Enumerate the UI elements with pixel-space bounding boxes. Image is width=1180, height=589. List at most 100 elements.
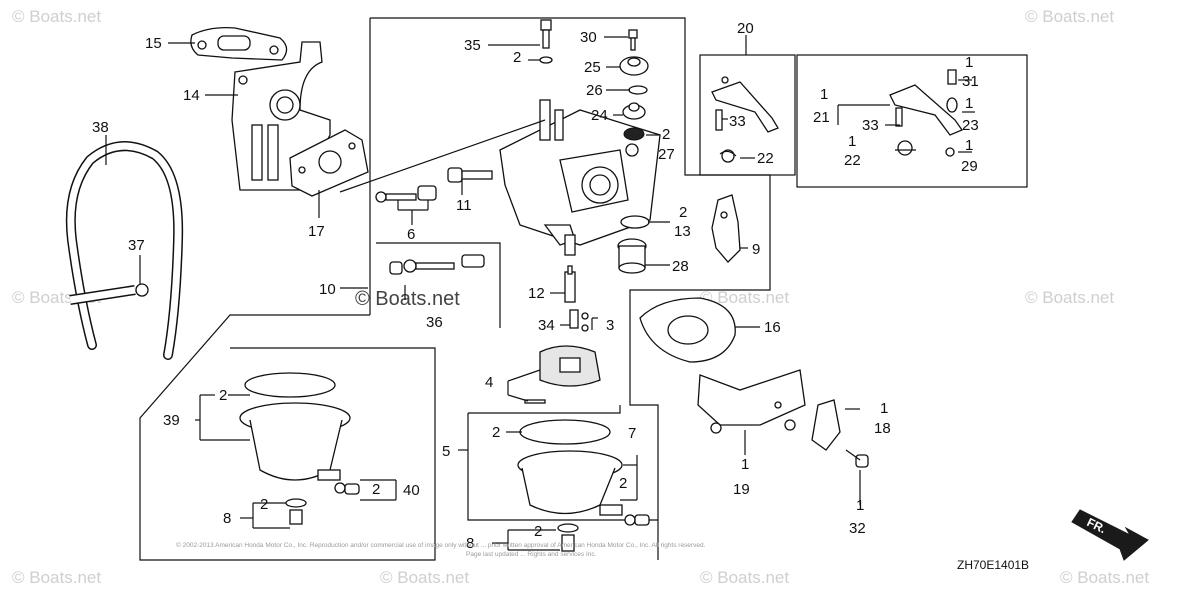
callout-2: 2 — [534, 523, 542, 540]
callout-10: 10 — [319, 281, 336, 298]
callout-11: 11 — [456, 197, 472, 214]
callout-2: 2 — [679, 204, 687, 221]
callout-21: 21 — [813, 109, 830, 126]
callout-9: 9 — [752, 241, 760, 258]
part-35-screw — [539, 19, 553, 64]
part-16-gasket — [639, 297, 736, 363]
part-28-nozzle — [617, 238, 647, 274]
callout-37: 37 — [128, 237, 145, 254]
callout-38: 38 — [92, 119, 109, 136]
callout-13: 13 — [674, 223, 691, 240]
watermark: © Boats.net — [1025, 288, 1114, 307]
callout-1: 1 — [848, 133, 856, 150]
part-39-bowl — [239, 372, 360, 525]
callout-2: 2 — [219, 387, 227, 404]
watermark: © Boats.net — [1025, 7, 1114, 26]
callout-20: 20 — [737, 20, 754, 37]
callouts: 15 14 38 17 37 35 2 30 25 26 24 2 27 20 … — [92, 20, 979, 552]
callout-8: 8 — [466, 535, 474, 552]
part-carburetor-body — [339, 99, 661, 256]
part-38-tube — [65, 141, 184, 360]
callout-34: 34 — [538, 317, 555, 334]
part-6-screw — [375, 185, 437, 203]
watermark: © Boats.net — [12, 7, 101, 26]
callout-6: 6 — [407, 226, 415, 243]
callout-8: 8 — [223, 510, 231, 527]
part-24-valve — [622, 102, 646, 120]
direction-arrow: FR. — [1071, 509, 1149, 561]
part-9-lever — [711, 194, 741, 263]
callout-33: 33 — [729, 113, 746, 130]
callout-2: 2 — [513, 49, 521, 66]
copyright-line-1: © 2002-2013 American Honda Motor Co., In… — [176, 541, 706, 549]
part-17-insulator — [289, 129, 369, 197]
part-32-bolt — [845, 449, 869, 468]
callout-29: 29 — [961, 158, 978, 175]
callout-18: 18 — [874, 420, 891, 437]
callout-1: 1 — [820, 86, 828, 103]
callout-1: 1 — [965, 95, 973, 112]
callout-28: 28 — [672, 258, 689, 275]
part-25-cover — [619, 56, 649, 76]
copyright-line-2: Page last updated ... Rights and service… — [466, 551, 597, 558]
part-18-clip — [774, 399, 841, 451]
callout-15: 15 — [145, 35, 162, 52]
callout-2: 2 — [492, 424, 500, 441]
callout-2: 2 — [372, 481, 380, 498]
callout-5: 5 — [442, 443, 450, 460]
part-11-screw — [447, 167, 493, 183]
part-30-screw — [628, 29, 638, 51]
watermark-main: © Boats.net — [355, 288, 460, 310]
watermark: © Boats.net — [700, 288, 789, 307]
callout-12: 12 — [528, 285, 545, 302]
callout-1: 1 — [965, 54, 973, 71]
callout-26: 26 — [586, 82, 603, 99]
part-20-lever-assy — [711, 76, 779, 163]
callout-22: 22 — [844, 152, 861, 169]
callout-40: 40 — [403, 482, 420, 499]
watermark: © Boats.net — [380, 568, 469, 587]
diagram-code: ZH70E1401B — [957, 558, 1029, 572]
section-frames — [139, 17, 1028, 561]
callout-35: 35 — [464, 37, 481, 54]
watermark: © Boats.net — [700, 568, 789, 587]
callout-1: 1 — [880, 400, 888, 417]
callout-16: 16 — [764, 319, 781, 336]
callout-32: 32 — [849, 520, 866, 537]
watermark-layer: © Boats.net © Boats.net © Boats.net © Bo… — [12, 7, 1149, 587]
callout-7: 7 — [628, 425, 636, 442]
callout-4: 4 — [485, 374, 493, 391]
callout-1: 1 — [965, 137, 973, 154]
part-15-gasket — [190, 27, 288, 61]
callout-36: 36 — [426, 314, 443, 331]
leader-lines — [105, 35, 975, 551]
callout-14: 14 — [183, 87, 200, 104]
callout-27: 27 — [658, 146, 675, 163]
callout-23: 23 — [962, 117, 979, 134]
callout-3: 3 — [606, 317, 614, 334]
callout-1: 1 — [741, 456, 749, 473]
copyright-text: © 2002-2013 American Honda Motor Co., In… — [176, 541, 706, 558]
callout-19: 19 — [733, 481, 750, 498]
part-12-jet — [564, 265, 576, 303]
callout-2: 2 — [260, 496, 268, 513]
callout-24: 24 — [591, 107, 608, 124]
callout-39: 39 — [163, 412, 180, 429]
part-5-bowl — [517, 419, 650, 552]
part-4-float — [524, 345, 601, 404]
callout-31: 31 — [962, 73, 979, 90]
callout-25: 25 — [584, 59, 601, 76]
part-19-bracket — [697, 369, 806, 434]
part-34-jet — [569, 309, 589, 332]
callout-1: 1 — [856, 497, 864, 514]
part-21-lever-assy — [889, 69, 963, 157]
callout-2: 2 — [662, 126, 670, 143]
watermark: © Boats.net — [12, 568, 101, 587]
watermark: © Boats.net — [1060, 568, 1149, 587]
callout-17: 17 — [308, 223, 325, 240]
part-36-screw — [389, 254, 485, 275]
callout-33: 33 — [862, 117, 879, 134]
part-26-seal — [628, 85, 648, 95]
part-13-oring — [620, 215, 650, 229]
